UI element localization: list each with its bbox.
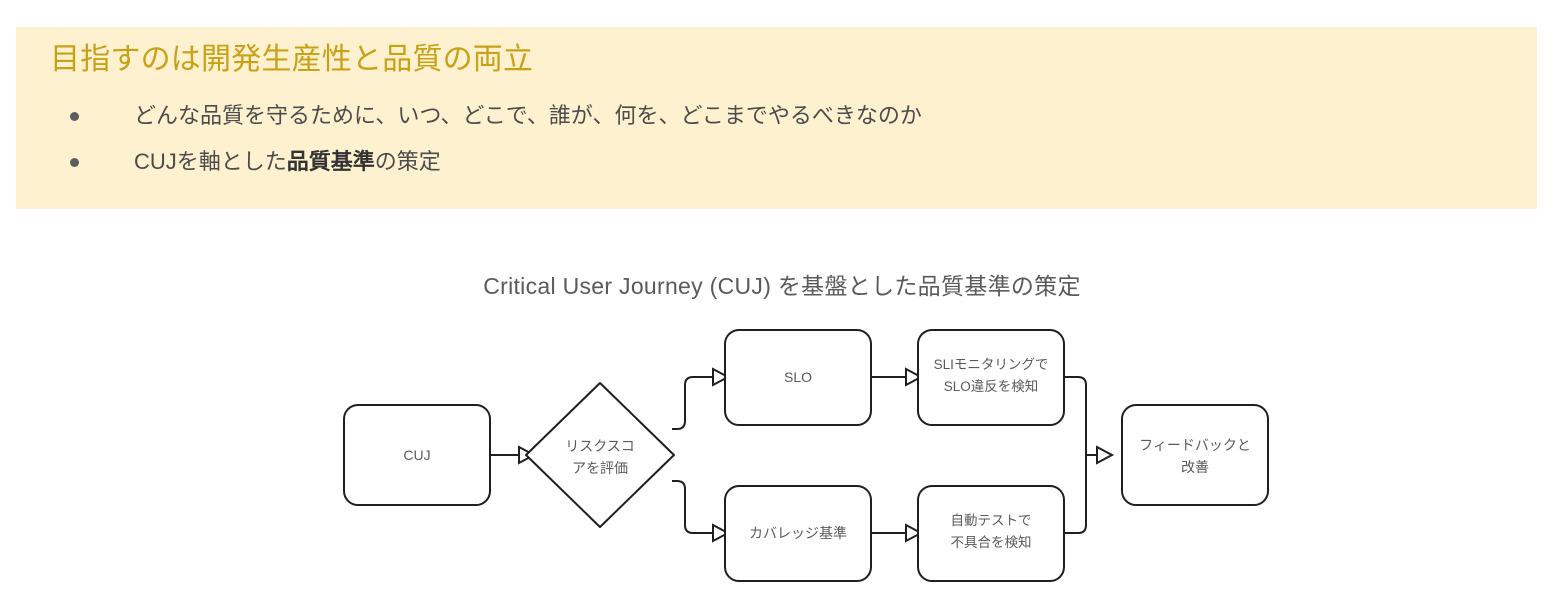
callout-banner: 目指すのは開発生産性と品質の両立 どんな品質を守るために、いつ、どこで、誰が、何… xyxy=(16,27,1537,209)
node-coverage-label: カバレッジ基準 xyxy=(749,525,847,541)
node-sli-monitoring-label-line2: SLO違反を検知 xyxy=(944,378,1039,394)
diagram-title: Critical User Journey (CUJ) を基盤とした品質基準の策… xyxy=(483,273,1081,299)
edge-coverage-to-autotest xyxy=(871,523,924,543)
edge-risk-to-coverage xyxy=(672,480,731,543)
node-sli-monitoring-label-line1: SLIモニタリングで xyxy=(934,357,1049,372)
flowchart-canvas: CUJ リスクスコ アを評価 SLO SLIモニタリングで SLO違反を検知 カ… xyxy=(343,329,1269,582)
list-item-text-suffix: の策定 xyxy=(374,149,441,174)
edge-merge-to-feedback xyxy=(1086,445,1115,465)
node-slo-shape[interactable] xyxy=(724,329,872,426)
node-risk-score-label-line2: アを評価 xyxy=(572,460,628,476)
callout-heading: 目指すのは開発生産性と品質の両立 xyxy=(50,43,534,76)
list-item-text: どんな品質を守るために、いつ、どこで、誰が、何を、どこまでやるべきなのか xyxy=(134,103,922,128)
list-item: どんな品質を守るために、いつ、どこで、誰が、何を、どこまでやるべきなのか xyxy=(16,93,1537,139)
node-feedback[interactable]: フィードバックと 改善 xyxy=(1121,404,1269,506)
node-autotest-label-line2: 不具合を検知 xyxy=(951,534,1032,550)
node-coverage-shape[interactable] xyxy=(724,485,872,582)
bullet-icon xyxy=(70,112,79,121)
callout-bullet-list: どんな品質を守るために、いつ、どこで、誰が、何を、どこまでやるべきなのか CUJ… xyxy=(16,79,1537,185)
edge-risk-to-slo xyxy=(672,367,731,430)
flowchart-figure: Critical User Journey (CUJ) を基盤とした品質基準の策… xyxy=(0,209,1564,608)
node-cuj-shape[interactable] xyxy=(343,404,491,506)
node-coverage[interactable]: カバレッジ基準 xyxy=(724,485,872,582)
node-autotest-label-line1: 自動テストで xyxy=(951,513,1032,528)
list-item-text-prefix: CUJを軸とした xyxy=(134,149,287,174)
edge-sli-to-feedback xyxy=(1063,376,1087,455)
node-risk-score-shape[interactable] xyxy=(525,382,675,528)
node-autotest-shape[interactable] xyxy=(917,485,1065,582)
node-slo-label: SLO xyxy=(784,369,812,385)
node-slo[interactable]: SLO xyxy=(724,329,872,426)
list-item-text-emphasis: 品質基準 xyxy=(286,149,375,174)
node-sli-monitoring[interactable]: SLIモニタリングで SLO違反を検知 xyxy=(917,329,1065,426)
node-feedback-label-line2: 改善 xyxy=(1181,459,1209,475)
node-sli-monitoring-shape[interactable] xyxy=(917,329,1065,426)
node-risk-score[interactable]: リスクスコ アを評価 xyxy=(525,382,675,528)
node-risk-score-label-line1: リスクスコ xyxy=(565,438,635,454)
edge-autotest-to-feedback xyxy=(1063,455,1087,534)
node-feedback-shape[interactable] xyxy=(1121,404,1269,506)
edge-slo-to-sli xyxy=(871,367,924,387)
node-feedback-label-line1: フィードバックと xyxy=(1139,437,1251,453)
bullet-icon xyxy=(70,158,79,167)
node-autotest[interactable]: 自動テストで 不具合を検知 xyxy=(917,485,1065,582)
node-cuj-label: CUJ xyxy=(403,447,430,463)
list-item: CUJを軸とした品質基準の策定 xyxy=(16,139,1537,185)
node-cuj[interactable]: CUJ xyxy=(343,404,491,506)
